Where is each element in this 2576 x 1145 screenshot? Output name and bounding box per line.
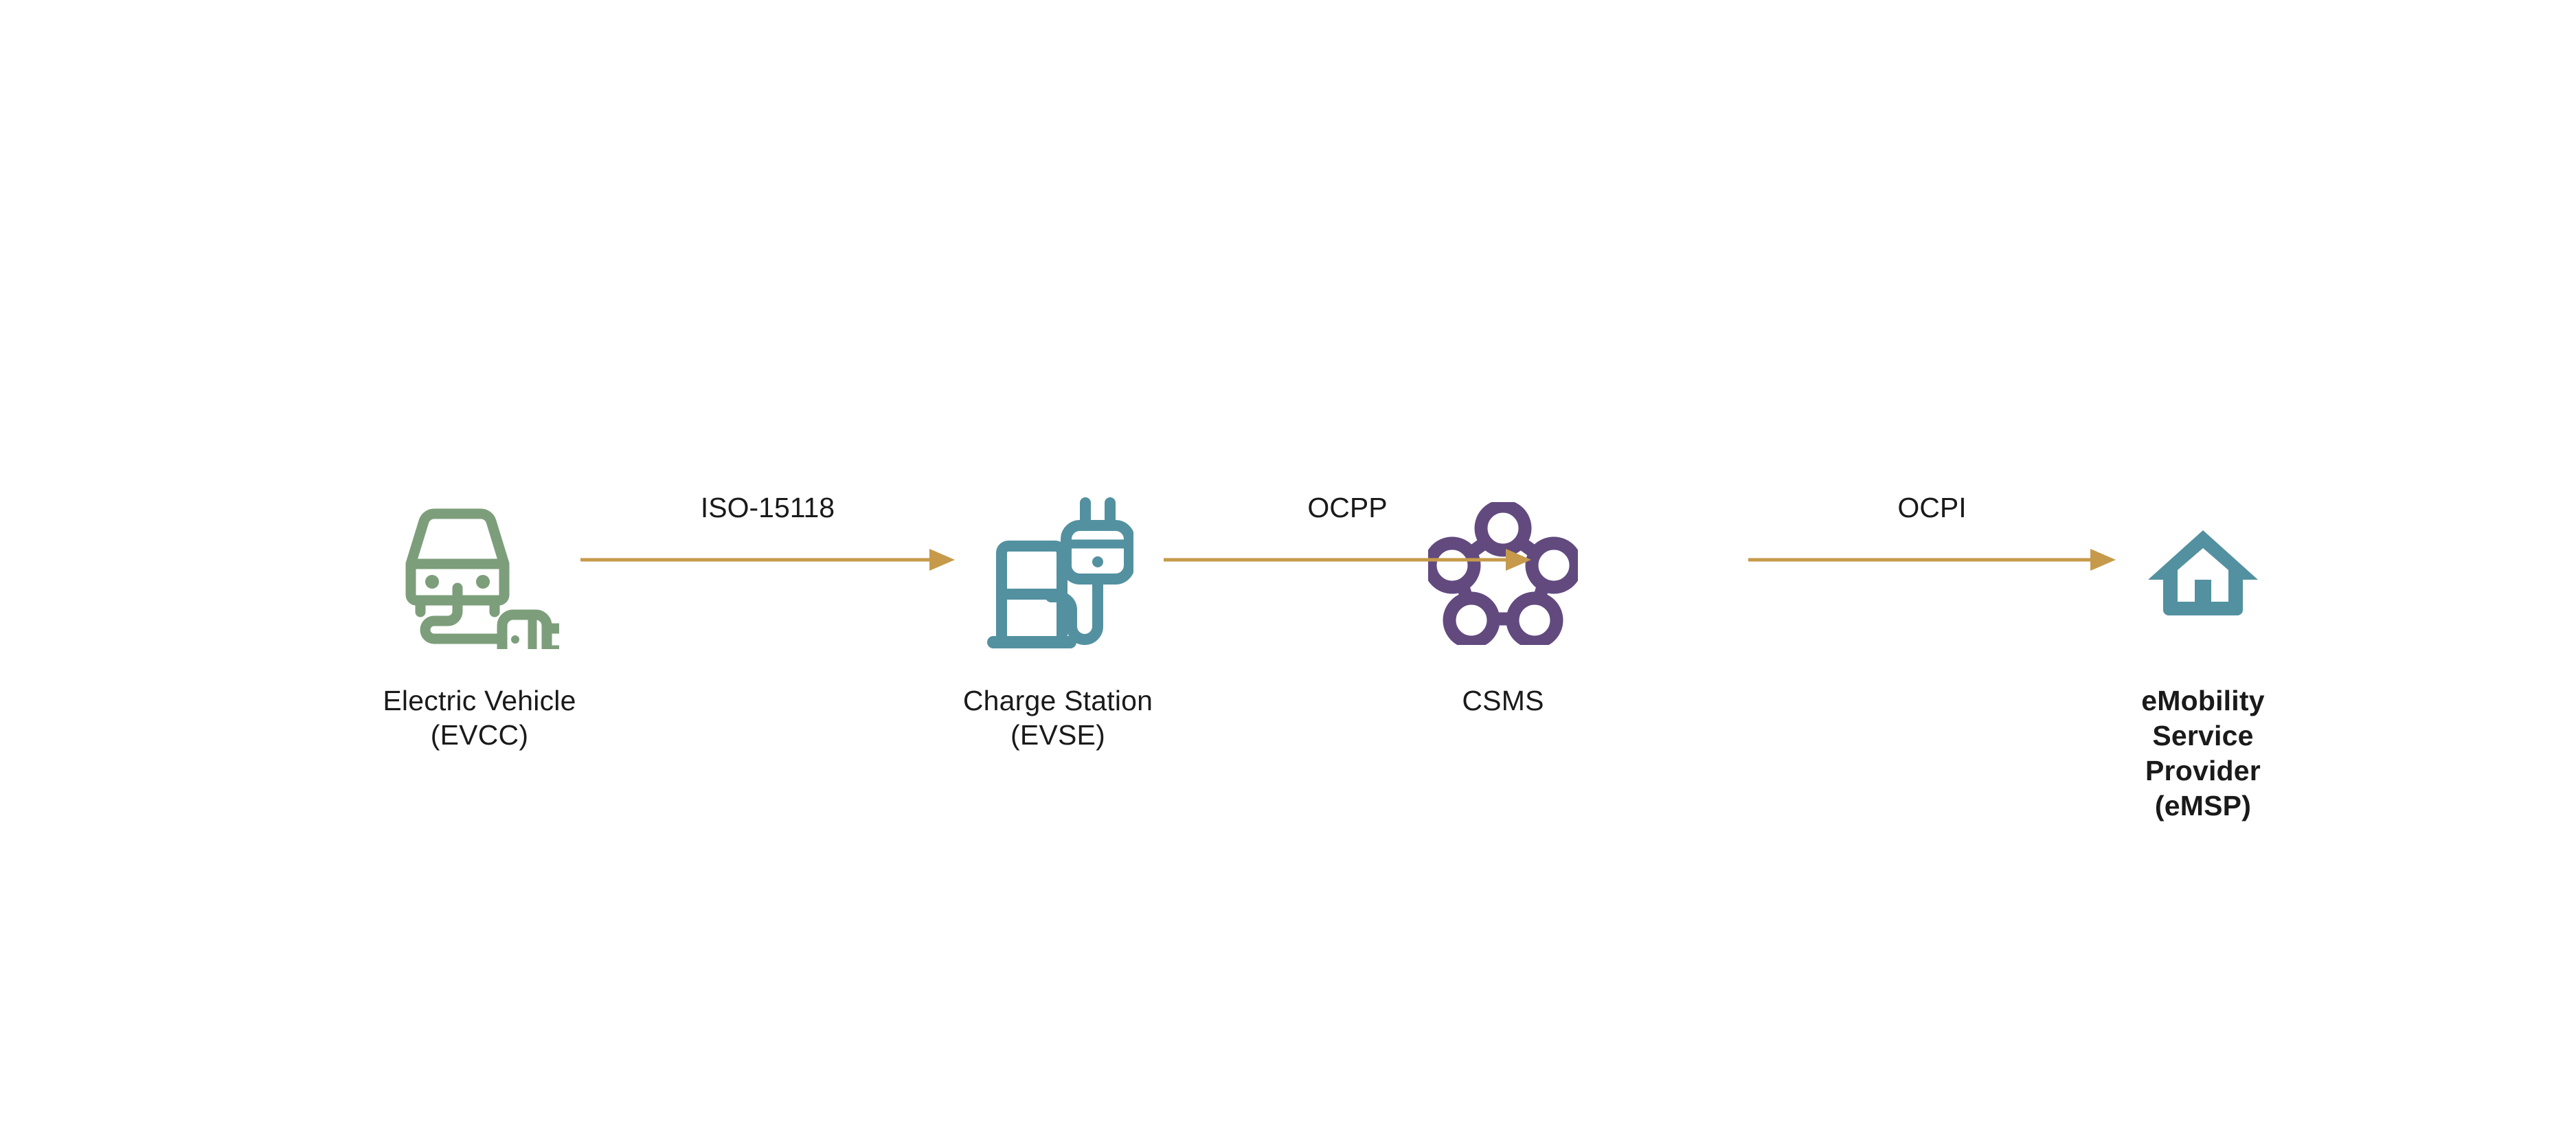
connector-ocpi: OCPI	[1748, 491, 2116, 574]
electric-vehicle-plug-icon	[335, 491, 624, 656]
connector-label-ocpp: OCPP	[1307, 492, 1388, 523]
node-label-csms: CSMS	[1462, 685, 1544, 716]
node-charge-station[interactable]: Charge Station (EVSE)	[914, 491, 1202, 752]
connector-iso-15118: ISO-15118	[580, 491, 955, 574]
charge-station-plug-icon	[914, 491, 1202, 656]
node-label-emsp: eMobility Service Provider (eMSP)	[2141, 685, 2265, 821]
node-label-charge-station: Charge Station (EVSE)	[962, 685, 1153, 751]
connector-label-ocpi: OCPI	[1897, 492, 1967, 523]
node-electric-vehicle[interactable]: Electric Vehicle (EVCC)	[335, 491, 624, 752]
connector-label-iso-15118: ISO-15118	[700, 492, 835, 523]
arrow-right-icon	[1748, 549, 2116, 571]
arrow-right-icon	[580, 549, 955, 571]
connector-ocpp: OCPP	[1164, 491, 1531, 574]
arrow-right-icon	[1164, 549, 1531, 571]
node-label-electric-vehicle: Electric Vehicle (EVCC)	[383, 685, 576, 751]
node-emsp[interactable]: eMobility Service Provider (eMSP)	[2059, 491, 2347, 824]
house-icon	[2059, 491, 2347, 656]
